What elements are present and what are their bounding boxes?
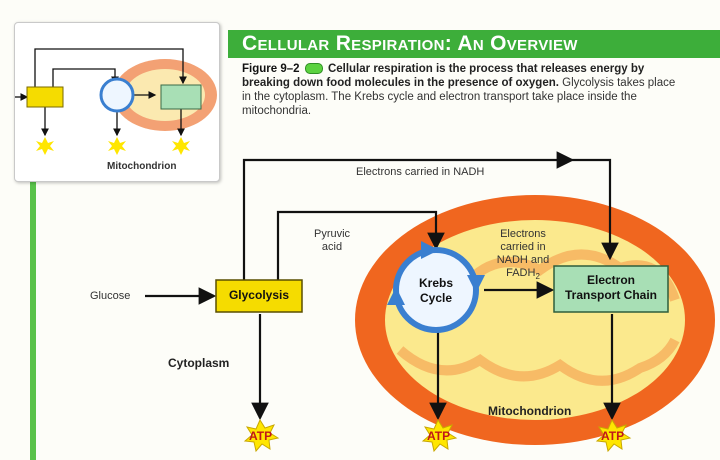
caption-bold-text: Cellular respiration is the process that… [242, 63, 645, 89]
thumbnail-overview: Mitochondrion [14, 22, 220, 182]
glycolysis-label: Glycolysis [228, 288, 290, 302]
glucose-label: Glucose [90, 290, 131, 302]
atp-label-krebs: ATP [427, 429, 451, 443]
header-bar [228, 30, 720, 58]
krebs-cycle-center [396, 250, 476, 330]
figure-number: Figure 9–2 [242, 63, 300, 75]
krebs-cycle-arrow [387, 287, 437, 332]
figure-caption: Figure 9–2 Cellular respiration is the p… [242, 62, 682, 118]
page-edge-stripe [30, 30, 36, 460]
page-title: Cellular Respiration: An Overview [242, 32, 578, 55]
etc-label-line2: Transport Chain [564, 288, 657, 302]
electrons-nadh-fadh-line3: NADH and [496, 254, 550, 266]
thumbnail-mitochondrion-label: Mitochondrion [107, 161, 177, 172]
electron-transport-chain-box [553, 265, 669, 313]
krebs-label-line2: Cycle [419, 291, 453, 305]
atp-label-glycolysis: ATP [249, 429, 273, 443]
electrons-nadh-fadh-line1: Electrons [500, 228, 546, 240]
atp-star-etc [595, 418, 632, 453]
thumb-etc-box [160, 84, 202, 110]
mitochondrion-crista [396, 337, 680, 386]
pyruvic-acid-label-line1: Pyruvic [314, 228, 351, 240]
cytoplasm-label: Cytoplasm [168, 356, 230, 370]
thumb-atp-star-2 [108, 137, 126, 155]
krebs-label-line1: Krebs [418, 276, 453, 290]
etc-label-line1: Electron [586, 273, 635, 287]
atp-star-krebs [421, 418, 458, 453]
electrons-nadh-fadh-line2: carried in [500, 241, 546, 253]
atp-label-etc: ATP [601, 429, 625, 443]
pyruvic-acid-label-line2: acid [321, 241, 343, 253]
glycolysis-box [215, 279, 303, 313]
fadh-text: FADH [506, 267, 536, 279]
nadh-arrow-down [572, 158, 619, 261]
electrons-nadh-fadh-line4: FADH2 [488, 267, 558, 281]
mitochondrion-label: Mitochondrion [488, 404, 572, 418]
pyruvic-acid-arrow [276, 210, 445, 280]
green-bullet-icon [304, 63, 323, 75]
thumbnail-diagram [15, 48, 217, 155]
nadh-arrow [242, 151, 575, 280]
atp-star-glycolysis [243, 418, 280, 453]
krebs-cycle-arrow [394, 241, 439, 291]
thumb-atp-star-3 [172, 137, 190, 155]
krebs-cycle-arrow [435, 248, 485, 293]
thumb-glycolysis-box [26, 86, 64, 108]
thumb-krebs-ring [99, 77, 135, 113]
caption-rest-text: Glycolysis takes place in the cytoplasm.… [242, 77, 676, 117]
fadh-subscript: 2 [535, 272, 540, 282]
electrons-nadh-label: Electrons carried in NADH [356, 166, 485, 178]
thumb-atp-star-1 [36, 137, 54, 155]
